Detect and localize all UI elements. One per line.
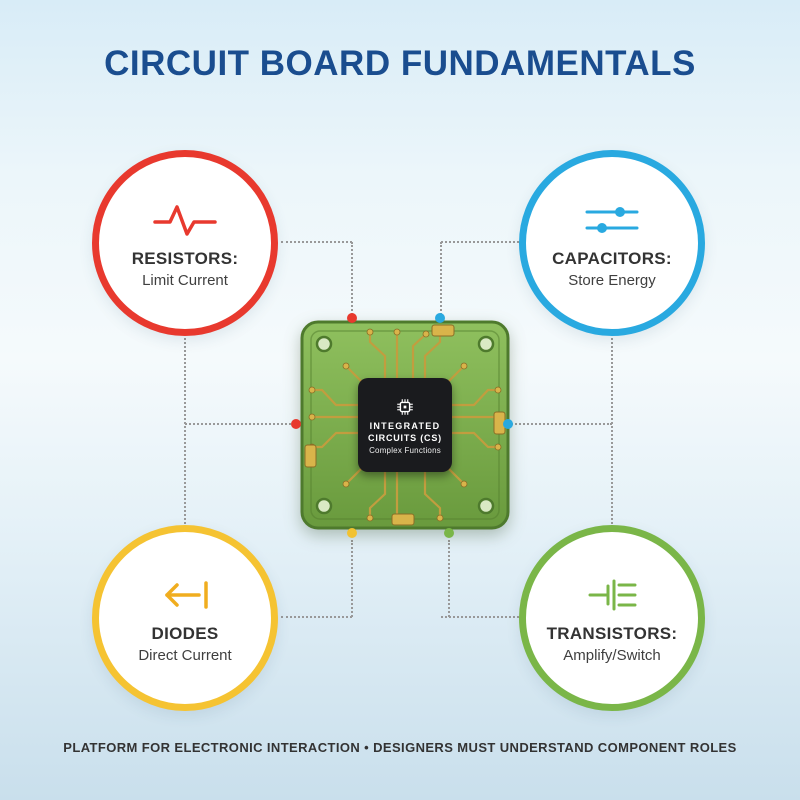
node-diodes: DIODES Direct Current	[92, 525, 278, 711]
node-capacitors-label: CAPACITORS:	[552, 249, 672, 268]
transistor-icon	[580, 572, 644, 618]
connector-red-side-v	[184, 338, 186, 424]
chip-icon	[394, 396, 416, 418]
connector-blue-top-h	[441, 241, 519, 243]
node-diodes-label: DIODES	[151, 624, 219, 643]
node-capacitors: CAPACITORS: Store Energy	[519, 150, 705, 336]
footer-tagline: PLATFORM FOR ELECTRONIC INTERACTION • DE…	[63, 740, 737, 755]
connector-dot-blue-top	[435, 313, 445, 323]
connector-red-top-v	[351, 242, 353, 315]
node-transistors-sub: Amplify/Switch	[563, 647, 661, 664]
connector-red-top-h	[281, 241, 352, 243]
connector-green-side-v	[611, 426, 613, 524]
connector-dot-yellow-bottom	[347, 528, 357, 538]
diode-arrow-icon	[153, 572, 217, 618]
node-resistors: RESISTORS: Limit Current	[92, 150, 278, 336]
connector-blue-top-v	[440, 242, 442, 315]
connector-yellow-side-v	[184, 426, 186, 524]
node-capacitors-sub: Store Energy	[568, 272, 656, 289]
connector-yellow-bottom-v	[351, 540, 353, 617]
node-resistors-label: RESISTORS:	[131, 249, 239, 268]
ic-chip: INTEGRATED CIRCUITS (CS) Complex Functio…	[358, 378, 452, 472]
connector-dot-green-bottom	[444, 528, 454, 538]
chip-line2: CIRCUITS (CS)	[368, 432, 442, 443]
chip-line1: INTEGRATED	[369, 420, 441, 431]
connector-green-bottom-v	[448, 540, 450, 617]
connector-yellow-bottom-h	[281, 616, 352, 618]
chip-line3: Complex Functions	[369, 445, 441, 455]
connector-blue-side-h	[508, 423, 612, 425]
connector-dot-red-top	[347, 313, 357, 323]
connector-dot-red-side	[291, 419, 301, 429]
connector-dot-blue-side	[503, 419, 513, 429]
connector-blue-side-v	[611, 338, 613, 424]
node-diodes-sub: Direct Current	[138, 647, 232, 664]
connector-red-side-h	[185, 423, 295, 425]
node-resistors-sub: Limit Current	[142, 272, 228, 289]
connector-green-bottom-h	[441, 616, 519, 618]
capacitor-sliders-icon	[580, 197, 644, 243]
resistor-pulse-icon	[149, 197, 221, 243]
node-transistors-label: TRANSISTORS:	[546, 624, 678, 643]
page-title: CIRCUIT BOARD FUNDAMENTALS	[104, 44, 696, 83]
node-transistors: TRANSISTORS: Amplify/Switch	[519, 525, 705, 711]
